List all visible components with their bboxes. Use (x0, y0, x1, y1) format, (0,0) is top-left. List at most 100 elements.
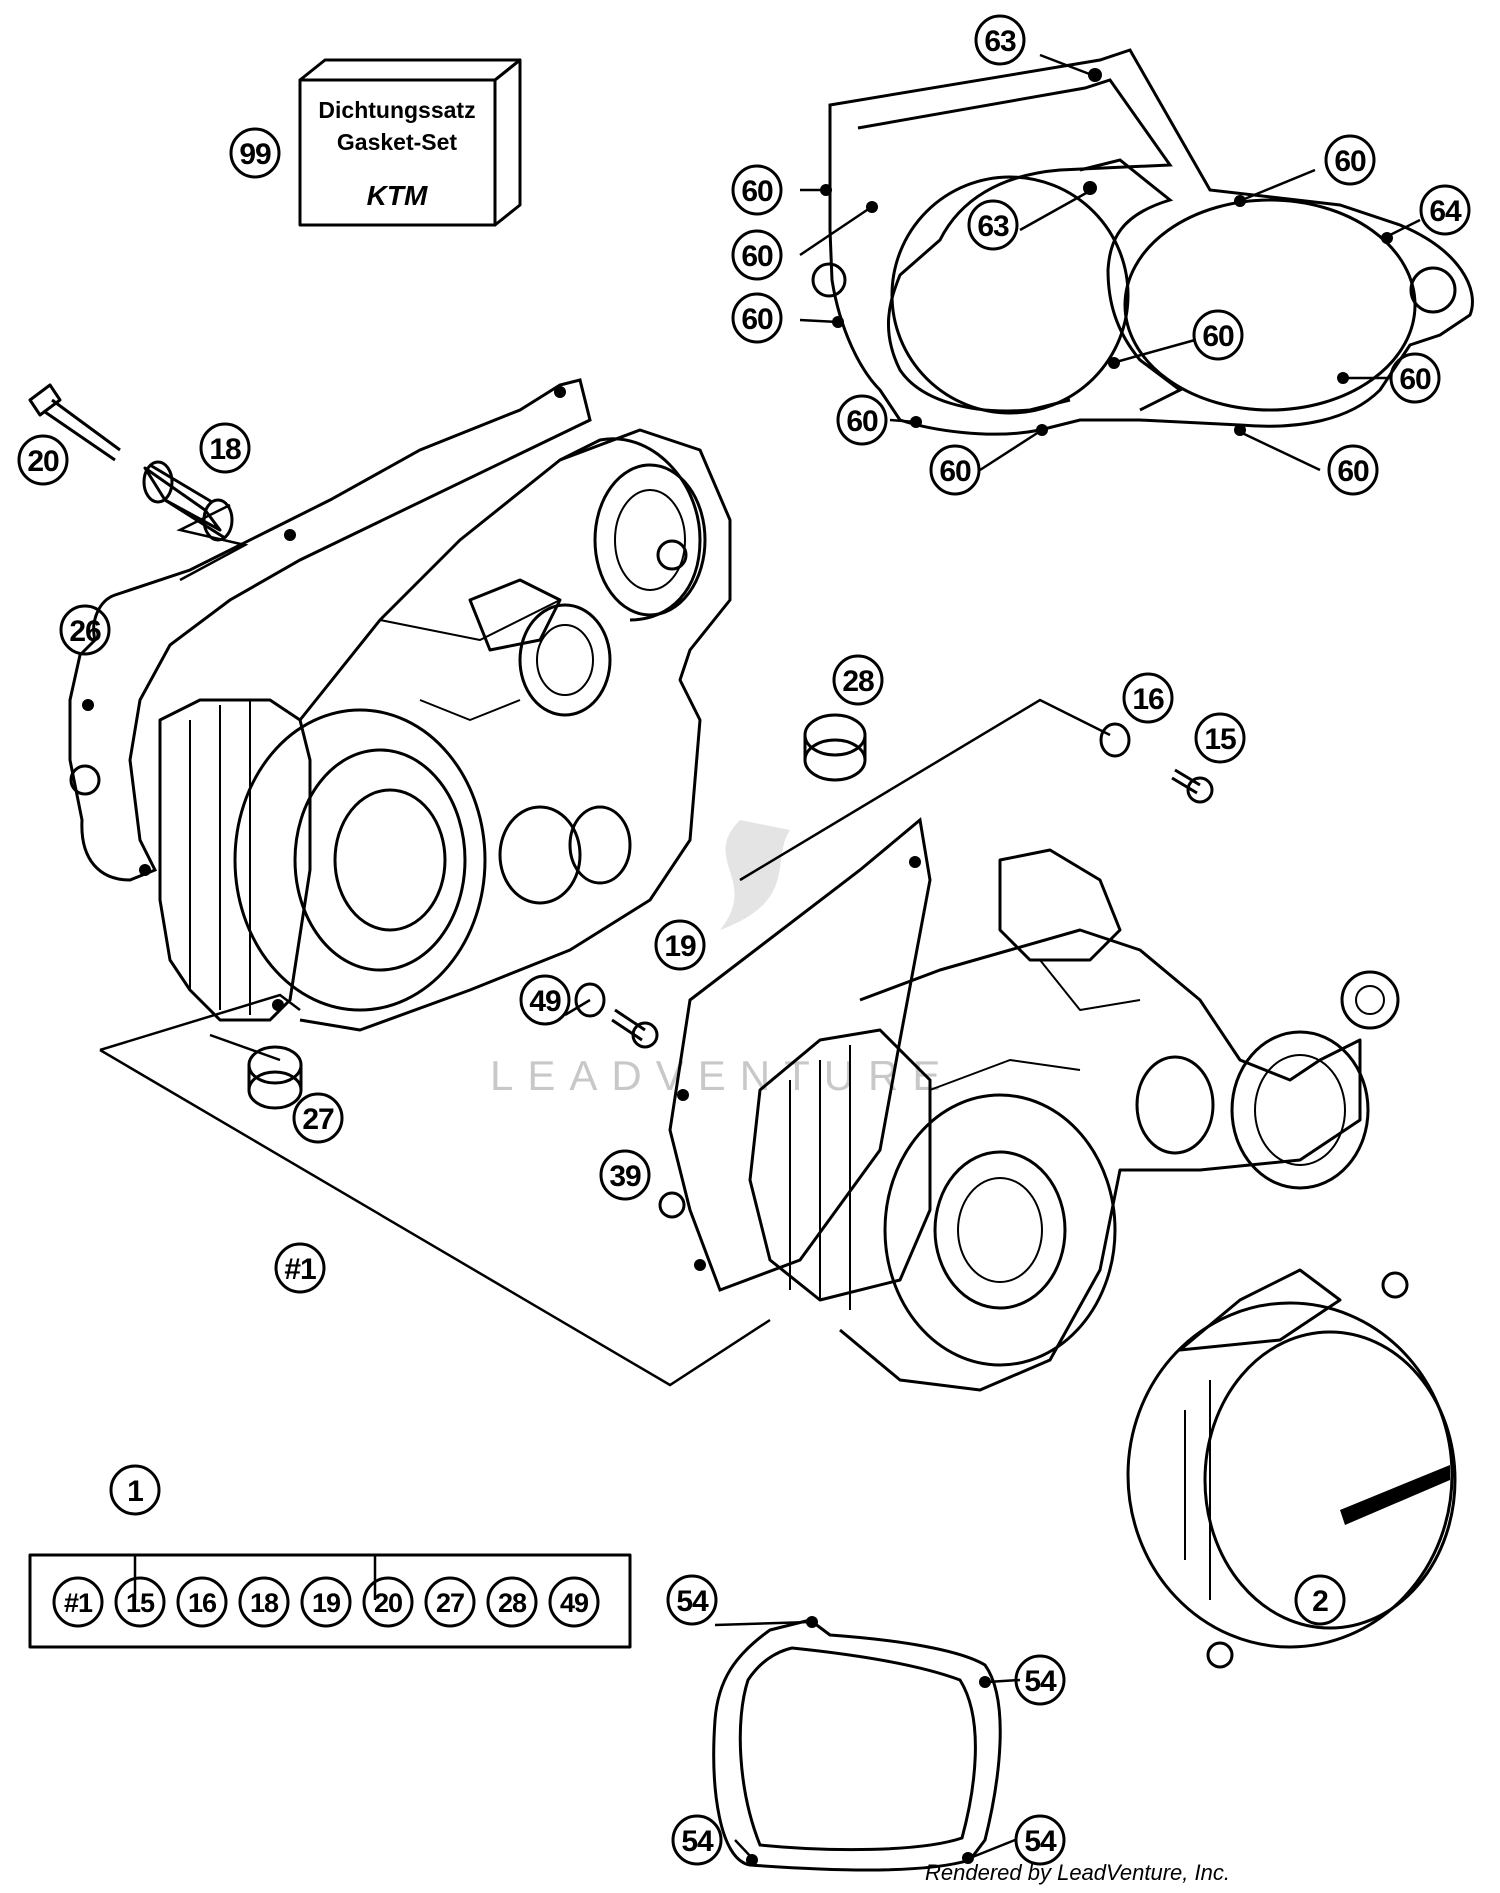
callout-26: 26 (59, 604, 111, 656)
kit-item-label: 49 (560, 1588, 589, 1618)
kit-item-label: 18 (250, 1588, 279, 1618)
svg-text:64: 64 (1429, 195, 1462, 228)
leader-lines (99, 53, 1421, 1860)
footer-credit: Rendered by LeadVenture, Inc. (925, 1860, 1230, 1885)
svg-text:18: 18 (209, 433, 241, 466)
svg-text:15: 15 (1204, 723, 1236, 756)
callout-60-d: 60 (1324, 134, 1376, 186)
svg-text:16: 16 (1132, 683, 1164, 716)
svg-text:27: 27 (302, 1103, 334, 1136)
callout-60-g: 60 (836, 394, 888, 446)
callout-60-f: 60 (1389, 352, 1441, 404)
kit-item-label: 27 (436, 1588, 464, 1618)
kit-item-circle (424, 1576, 476, 1628)
watermark: LEADVENTURE (490, 820, 954, 1099)
ktm-logo: KTM (367, 180, 428, 211)
kit-item-callout: 28 (486, 1576, 538, 1628)
kit-items: #1 15 16 18 19 20 27 28 49 (52, 1576, 600, 1628)
kit-item-circle (362, 1576, 414, 1628)
kit-item-circle (176, 1576, 228, 1628)
ignition-cover (1126, 1268, 1457, 1669)
kit-item-circle (486, 1576, 538, 1628)
svg-text:49: 49 (529, 985, 561, 1018)
cover-gasket (712, 1616, 1002, 1872)
callouts: 99 63 63 64 60 60 60 60 (17, 14, 1471, 1866)
svg-text:60: 60 (846, 405, 878, 438)
svg-text:60: 60 (1399, 363, 1431, 396)
callout-54-b: 54 (1014, 1654, 1066, 1706)
callout-60-i: 60 (1327, 444, 1379, 496)
svg-text:20: 20 (27, 445, 59, 478)
kit-item-callout: 15 (114, 1576, 166, 1628)
kit-item-callout: #1 (52, 1576, 104, 1628)
callout-54-a: 54 (666, 1574, 718, 1626)
kit-item-label: 16 (188, 1588, 217, 1618)
kit-item-callout: 19 (300, 1576, 352, 1628)
svg-text:#1: #1 (284, 1253, 316, 1286)
svg-text:54: 54 (1024, 1665, 1057, 1698)
callout-19: 19 (654, 919, 706, 971)
kit-item-circle (300, 1576, 352, 1628)
callout-54-d: 54 (1014, 1814, 1066, 1866)
svg-text:54: 54 (676, 1585, 709, 1618)
callout-60-h: 60 (929, 444, 981, 496)
callout-16: 16 (1122, 672, 1174, 724)
svg-text:60: 60 (1337, 455, 1369, 488)
svg-text:26: 26 (69, 615, 101, 648)
kit-item-circle (52, 1576, 104, 1628)
kit-item-callout: 27 (424, 1576, 476, 1628)
svg-text:60: 60 (741, 175, 773, 208)
kit-item-label: #1 (64, 1588, 93, 1618)
callout-63-center: 63 (967, 199, 1019, 251)
svg-text:63: 63 (984, 25, 1016, 58)
callout-2: 2 (1294, 1574, 1346, 1626)
kit-item-callout: 18 (238, 1576, 290, 1628)
svg-text:54: 54 (681, 1825, 714, 1858)
callout-99: 99 (229, 127, 281, 179)
kit-item-label: 15 (126, 1588, 155, 1618)
kit-item-circle (238, 1576, 290, 1628)
svg-text:60: 60 (1202, 320, 1234, 353)
kit-contents-box (28, 1553, 632, 1649)
kit-item-label: 20 (374, 1588, 402, 1618)
svg-text:54: 54 (1024, 1825, 1057, 1858)
svg-text:60: 60 (741, 303, 773, 336)
small-parts (28, 383, 1214, 1110)
svg-text:2: 2 (1312, 1585, 1328, 1618)
kit-item-circle (114, 1576, 166, 1628)
svg-text:19: 19 (664, 930, 696, 963)
kit-item-label: 28 (498, 1588, 527, 1618)
callout-60-a: 60 (731, 164, 783, 216)
callout-39: 39 (599, 1149, 651, 1201)
callout-18: 18 (199, 422, 251, 474)
callout-63-top: 63 (974, 14, 1026, 66)
watermark-text: LEADVENTURE (490, 1052, 954, 1099)
callout-60-c: 60 (731, 292, 783, 344)
svg-text:99: 99 (239, 138, 271, 171)
callout-60-e: 60 (1192, 309, 1244, 361)
svg-text:39: 39 (609, 1160, 641, 1193)
callout-28: 28 (832, 654, 884, 706)
svg-text:1: 1 (127, 1475, 143, 1508)
callout-27: 27 (292, 1092, 344, 1144)
callout-15: 15 (1194, 712, 1246, 764)
svg-text:60: 60 (939, 455, 971, 488)
kit-item-callout: 16 (176, 1576, 228, 1628)
gasket-set-title-en: Gasket-Set (337, 129, 458, 155)
callout-49: 49 (519, 974, 571, 1026)
svg-text:63: 63 (977, 210, 1009, 243)
callout-64: 64 (1419, 184, 1471, 236)
kit-item-callout: 20 (362, 1576, 414, 1628)
kit-item-circle (548, 1576, 600, 1628)
gasket-set-title-de: Dichtungssatz (318, 97, 475, 123)
kit-item-callout: 49 (548, 1576, 600, 1628)
callout-60-b: 60 (731, 229, 783, 281)
gasket-set-box: Dichtungssatz Gasket-Set KTM (298, 58, 522, 227)
left-crankcase-half (68, 378, 732, 1032)
kit-item-label: 19 (312, 1588, 341, 1618)
right-crankcase-half (658, 817, 1400, 1392)
svg-text:60: 60 (1334, 145, 1366, 178)
callout-54-c: 54 (671, 1814, 723, 1866)
callout-20: 20 (17, 434, 69, 486)
